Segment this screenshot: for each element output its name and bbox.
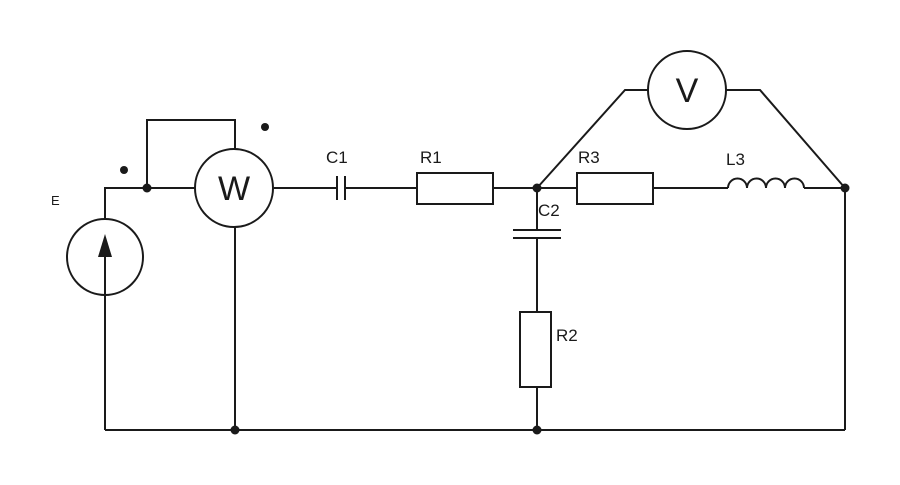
junction-right-top (840, 183, 850, 193)
junction-bottom-r2 (532, 425, 542, 435)
resistor-r3: R3 (576, 148, 654, 205)
inductor-l3: L3 (726, 150, 805, 189)
wattmeter-polarity-dot-current (120, 166, 128, 174)
voltmeter: V (647, 50, 727, 130)
junctions (142, 183, 850, 435)
c2-label: C2 (538, 201, 560, 220)
voltmeter-symbol: V (676, 72, 699, 110)
l3-label: L3 (726, 150, 745, 169)
wire-voltmeter-left (536, 89, 648, 189)
wattmeter: W (120, 123, 274, 228)
r2-body (519, 311, 552, 388)
capacitor-c1: C1 (326, 148, 348, 200)
wires (104, 89, 846, 431)
junction-bottom-wattmeter (230, 425, 240, 435)
l3-coil (727, 177, 805, 189)
r3-body (576, 172, 654, 205)
junction-r1-r3-c2 (532, 183, 542, 193)
junction-source-wattmeter (142, 183, 152, 193)
r1-label: R1 (420, 148, 442, 167)
capacitor-c2: C2 (513, 201, 561, 239)
wire-voltmeter-right (726, 89, 846, 189)
wire-l3-node (804, 187, 846, 430)
resistor-r1: R1 (416, 148, 494, 205)
source-arrow-head (98, 234, 112, 257)
r3-label: R3 (578, 148, 600, 167)
wire-source-top (104, 187, 195, 218)
resistor-r2: R2 (519, 311, 578, 388)
wattmeter-circle (194, 148, 274, 228)
wattmeter-polarity-dot-voltage (261, 123, 269, 131)
wire-wattmeter-voltage-coil (146, 119, 236, 188)
r1-body (416, 172, 494, 205)
voltmeter-circle (647, 50, 727, 130)
voltage-source: E (51, 193, 144, 296)
source-label: E (51, 193, 60, 208)
c1-label: C1 (326, 148, 348, 167)
r2-label: R2 (556, 326, 578, 345)
wattmeter-symbol: W (218, 170, 250, 208)
